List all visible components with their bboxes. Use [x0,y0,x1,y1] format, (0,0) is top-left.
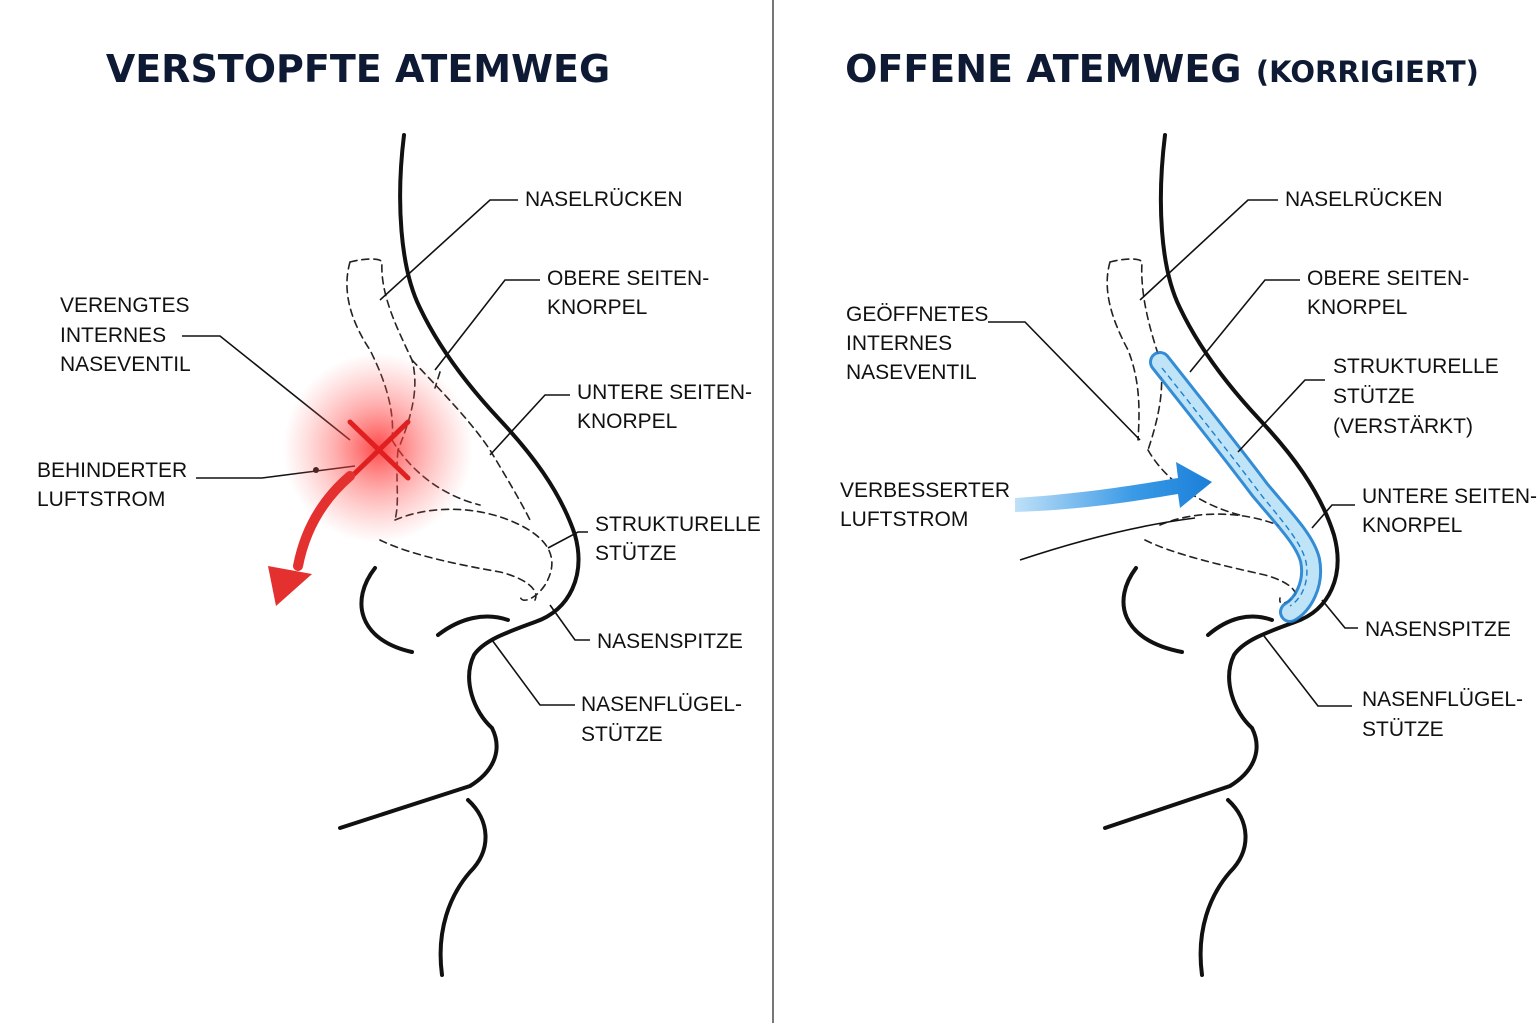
left-leader-spitze [549,604,590,641]
left-title: VERSTOPFTE ATEMWEG [106,47,610,91]
left-label-ventil-2: INTERNES [60,324,166,347]
left-leader-naselruecken [379,199,518,301]
left-label-strukt-2: STÜTZE [595,542,677,565]
x-mark-icon [347,419,411,481]
structural-support-dash [1161,367,1308,607]
right-label-obere-1: OBERE SEITEN- [1307,267,1469,290]
right-title: OFFENE ATEMWEG (KORRIGIERT) [845,47,1479,91]
right-label-ventil-2: INTERNES [846,332,952,355]
left-label-nasenspitze: NASENSPITZE [597,630,743,653]
right-face-profile [1103,133,1340,977]
right-leader-ventil [988,321,1141,441]
left-label-ventil-3: NASEVENTIL [60,353,191,376]
right-label-obere-2: KNORPEL [1307,296,1407,319]
right-label-nasenspitze: NASENSPITZE [1365,618,1511,641]
right-nostril-curve [1121,566,1184,654]
left-leader-untere [489,394,570,456]
right-label-ventil-3: NASEVENTIL [846,361,977,384]
left-label-obere-1: OBERE SEITEN- [547,267,709,290]
right-label-strukt-3: (VERSTÄRKT) [1333,415,1473,438]
right-label-luft-1: VERBESSERTER [840,479,1010,502]
right-panel: OFFENE ATEMWEG (KORRIGIERT) NASELRÜCKEN [840,47,1537,977]
left-label-ventil-1: VERENGTES [60,294,190,317]
right-label-ventil-1: GEÖFFNETES [846,303,988,326]
right-label-luft-2: LUFTSTROM [840,508,968,531]
right-leader-spitze [1321,599,1358,629]
left-label-strukt-1: STRUKTURELLE [595,513,761,536]
left-label-obere-2: KNORPEL [547,296,647,319]
right-label-naselruecken: NASELRÜCKEN [1285,188,1443,211]
left-leader-fluegel [491,639,575,706]
right-label-fluegel-2: STÜTZE [1362,718,1444,741]
left-label-luft-1: BEHINDERTER [37,459,187,482]
left-face-profile [338,133,581,977]
left-label-luft-2: LUFTSTROM [37,488,165,511]
right-label-fluegel-1: NASENFLÜGEL- [1362,688,1523,711]
right-title-main: OFFENE ATEMWEG [845,47,1241,91]
right-label-strukt-1: STRUKTURELLE [1333,355,1499,378]
right-leader-strukt [1237,379,1325,453]
right-label-untere-2: KNORPEL [1362,514,1462,537]
left-label-fluegel-1: NASENFLÜGEL- [581,693,742,716]
arrow-right-icon [1015,462,1212,512]
left-label-naselruecken: NASELRÜCKEN [525,188,683,211]
right-bone-outline [1106,258,1163,451]
right-leader-untere [1311,504,1355,529]
right-label-untere-1: UNTERE SEITEN- [1362,485,1537,508]
left-leader-strukt [547,531,588,549]
right-title-suffix: (KORRIGIERT) [1256,55,1479,89]
right-leader-obere [1189,279,1300,373]
left-nostril-curve [359,566,414,654]
right-airflow-line [1019,517,1196,561]
structural-support-fill [1152,354,1320,620]
right-leader-naselruecken [1139,199,1278,301]
left-label-untere-2: KNORPEL [577,410,677,433]
curved-arrow-down-icon [268,471,355,606]
left-leader-obere [434,279,540,371]
left-label-fluegel-2: STÜTZE [581,723,663,746]
right-label-strukt-2: STÜTZE [1333,385,1415,408]
right-leader-fluegel [1263,635,1352,707]
left-label-untere-1: UNTERE SEITEN- [577,381,752,404]
right-lip-curve [1206,614,1274,637]
left-panel: VERSTOPFTE ATEMWEG NAS [37,47,761,977]
left-lip-curve [436,614,510,637]
